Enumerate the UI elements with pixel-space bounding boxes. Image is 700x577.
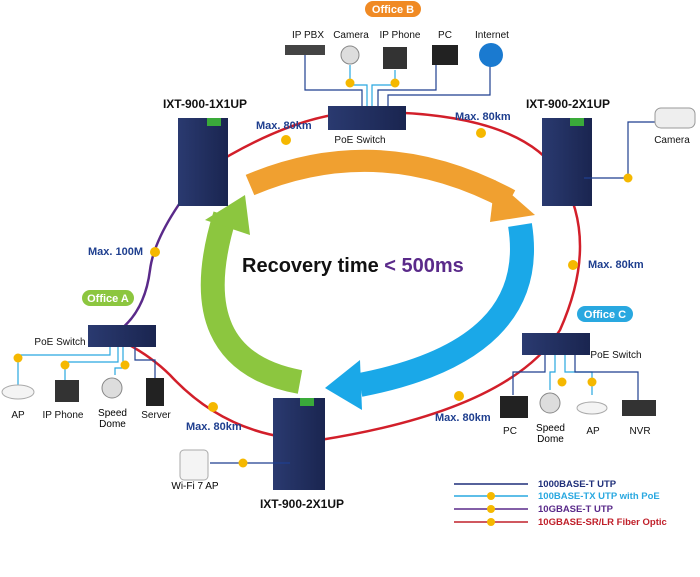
distance-label: Max. 80km xyxy=(435,412,491,424)
device-label: Camera xyxy=(333,30,369,41)
poe-badge xyxy=(345,78,355,88)
office-c-badge xyxy=(577,306,633,322)
device-label: Internet xyxy=(475,30,509,41)
wifi-ap-label: Wi-Fi 7 AP xyxy=(171,481,219,492)
distance-label: Max. 100M xyxy=(88,246,143,258)
blue-arrowhead xyxy=(325,360,362,410)
poe-badge xyxy=(120,360,130,370)
legend-label: 10GBASE-T UTP xyxy=(538,504,614,515)
server-icon xyxy=(146,378,164,406)
switch-label: PoE Switch xyxy=(590,350,641,361)
device-label: PC xyxy=(503,426,517,437)
ten-g-badge xyxy=(238,458,248,468)
orange-arrowhead xyxy=(490,180,535,222)
poe-badge xyxy=(557,377,567,387)
ixt-900-2x1up-device-right xyxy=(542,118,592,206)
ip-pbx-icon xyxy=(285,45,325,55)
poe-badge xyxy=(623,173,633,183)
poe-badge xyxy=(60,360,70,370)
recovery-time-title: Recovery time < 500ms xyxy=(242,255,464,277)
poe-badge xyxy=(587,377,597,387)
office-b-devices: IP PBX Camera IP Phone PC Internet PoE S… xyxy=(285,30,509,146)
device-label: Speed Dome xyxy=(98,408,127,430)
poe-switch-b xyxy=(328,106,406,130)
office-a-badge xyxy=(82,290,134,306)
poe-badge xyxy=(13,353,23,363)
speed-dome-icon xyxy=(101,377,123,399)
device-label: IP PBX xyxy=(292,30,324,41)
camera-label: Camera xyxy=(654,135,690,146)
legend-label: 10GBASE-SR/LR Fiber Optic xyxy=(538,517,667,528)
model-label: IXT-900-2X1UP xyxy=(526,97,610,111)
poe-switch-c xyxy=(522,333,590,355)
device-label: AP xyxy=(11,410,25,421)
ap-icon xyxy=(576,401,608,415)
legend: 1000BASE-T UTP 100BASE-TX UTP with PoE 1… xyxy=(454,479,667,528)
model-label: IXT-900-1X1UP xyxy=(163,97,247,111)
ixt-900-2x1up-device-bottom xyxy=(273,398,325,490)
model-label: IXT-900-2X1UP xyxy=(260,497,344,511)
office-a-label: Office A xyxy=(87,293,129,305)
legend-label: 100BASE-TX UTP with PoE xyxy=(538,491,660,502)
switch-label: PoE Switch xyxy=(334,135,385,146)
office-b-label: Office B xyxy=(372,4,414,16)
bullet-camera-icon xyxy=(654,107,696,129)
office-b-badge xyxy=(365,1,421,17)
device-label: Speed Dome xyxy=(536,423,565,445)
internet-globe-icon xyxy=(479,43,503,67)
camera-icon xyxy=(340,45,360,65)
device-label: PC xyxy=(438,30,452,41)
office-c-label: Office C xyxy=(584,309,626,321)
ten-g-badges xyxy=(150,128,578,412)
orange-arrow xyxy=(245,149,516,210)
green-arrowhead xyxy=(205,195,250,235)
terminal-block xyxy=(570,118,584,126)
ip-phone-icon xyxy=(383,47,407,69)
nvr-icon xyxy=(622,400,656,416)
ixt-900-1x1up-device xyxy=(178,118,228,206)
switch-label: PoE Switch xyxy=(34,337,85,348)
pc-icon xyxy=(500,396,528,418)
poe-badge xyxy=(390,78,400,88)
device-label: Server xyxy=(141,410,171,421)
legend-label: 1000BASE-T UTP xyxy=(538,479,617,490)
terminal-block xyxy=(207,118,221,126)
ip-phone-icon xyxy=(55,380,79,402)
blue-arrow xyxy=(357,223,534,397)
ap-icon xyxy=(1,384,35,400)
device-label: IP Phone xyxy=(43,410,84,421)
terminal-block xyxy=(300,398,314,406)
poe-switch-a xyxy=(88,325,156,347)
distance-label: Max. 80km xyxy=(186,421,242,433)
pc-icon xyxy=(432,45,458,65)
device-label: AP xyxy=(586,426,600,437)
green-arrow xyxy=(200,211,303,394)
speed-dome-icon xyxy=(539,392,561,414)
camera-link xyxy=(584,121,655,179)
distance-label: Max. 80km xyxy=(455,111,511,123)
device-label: NVR xyxy=(629,426,650,437)
distance-label: Max. 80km xyxy=(256,120,312,132)
wifi-7-ap-icon xyxy=(179,449,209,481)
distance-label: Max. 80km xyxy=(588,259,644,271)
device-label: IP Phone xyxy=(380,30,421,41)
